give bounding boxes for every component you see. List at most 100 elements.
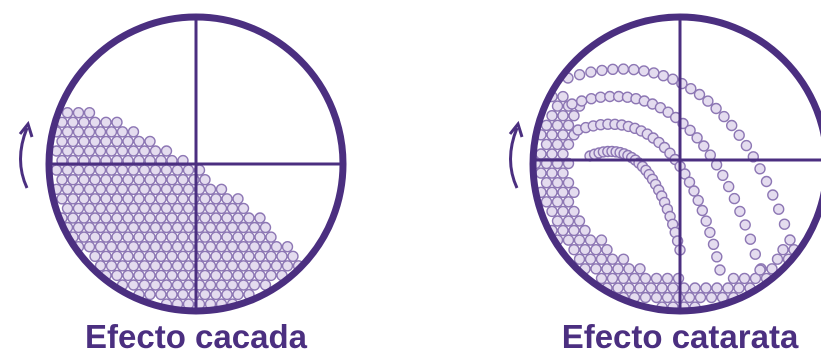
ball bbox=[200, 290, 210, 300]
ball bbox=[112, 251, 122, 261]
ball bbox=[222, 213, 232, 223]
ball bbox=[156, 213, 166, 223]
ball bbox=[558, 206, 568, 216]
ball bbox=[85, 184, 95, 194]
ball bbox=[96, 146, 106, 156]
ball bbox=[575, 235, 585, 245]
ball bbox=[123, 251, 133, 261]
ball bbox=[140, 280, 150, 290]
ball bbox=[145, 290, 155, 300]
ball bbox=[101, 232, 111, 242]
ball bbox=[90, 136, 100, 146]
ball bbox=[206, 261, 216, 271]
ball bbox=[740, 220, 750, 230]
ball bbox=[564, 235, 574, 245]
ball bbox=[724, 182, 734, 192]
ball bbox=[156, 175, 166, 185]
ball bbox=[85, 223, 95, 233]
ball bbox=[211, 213, 221, 223]
ball bbox=[630, 273, 640, 283]
ball bbox=[558, 168, 568, 178]
ball bbox=[658, 71, 668, 81]
ball bbox=[272, 242, 282, 252]
ball bbox=[151, 223, 161, 233]
ball bbox=[558, 187, 568, 197]
ball bbox=[635, 264, 645, 274]
ball bbox=[151, 280, 161, 290]
ball bbox=[712, 252, 722, 262]
ball bbox=[729, 194, 739, 204]
ball bbox=[145, 251, 155, 261]
ball bbox=[140, 146, 150, 156]
ball bbox=[547, 111, 557, 121]
ball bbox=[668, 283, 678, 293]
ball bbox=[90, 194, 100, 204]
ball bbox=[112, 117, 122, 127]
ball bbox=[266, 232, 276, 242]
ball bbox=[250, 280, 260, 290]
ball bbox=[85, 127, 95, 137]
ball bbox=[57, 136, 67, 146]
ball bbox=[178, 175, 188, 185]
ball bbox=[619, 254, 629, 264]
ball bbox=[233, 270, 243, 280]
ball bbox=[255, 270, 265, 280]
ball bbox=[101, 251, 111, 261]
ball bbox=[79, 232, 89, 242]
ball bbox=[569, 245, 579, 255]
ball bbox=[283, 242, 293, 252]
ball bbox=[211, 194, 221, 204]
ball bbox=[547, 187, 557, 197]
ball bbox=[167, 270, 177, 280]
ball bbox=[547, 206, 557, 216]
ball bbox=[107, 223, 117, 233]
ball bbox=[277, 251, 287, 261]
ball bbox=[211, 290, 221, 300]
ball bbox=[145, 232, 155, 242]
ball bbox=[564, 197, 574, 207]
ball bbox=[63, 165, 73, 175]
ball bbox=[162, 223, 172, 233]
ball bbox=[79, 175, 89, 185]
ball bbox=[63, 184, 73, 194]
ball bbox=[129, 280, 139, 290]
ball bbox=[222, 232, 232, 242]
ball bbox=[652, 293, 662, 303]
ball bbox=[129, 165, 139, 175]
ball bbox=[68, 117, 78, 127]
ball bbox=[564, 178, 574, 188]
ball bbox=[250, 223, 260, 233]
ball bbox=[542, 120, 552, 130]
ball bbox=[173, 184, 183, 194]
ball bbox=[689, 186, 699, 196]
ball bbox=[778, 245, 788, 255]
ball bbox=[553, 216, 563, 226]
ball bbox=[90, 117, 100, 127]
ball bbox=[101, 136, 111, 146]
ball bbox=[145, 270, 155, 280]
ball bbox=[233, 251, 243, 261]
curved-arrow-up-icon bbox=[20, 124, 32, 188]
ball bbox=[558, 111, 568, 121]
ball bbox=[255, 213, 265, 223]
ball bbox=[233, 290, 243, 300]
ball bbox=[107, 184, 117, 194]
ball bbox=[151, 242, 161, 252]
ball bbox=[619, 273, 629, 283]
ball bbox=[558, 149, 568, 159]
ball bbox=[575, 70, 585, 80]
ball bbox=[701, 216, 711, 226]
ball bbox=[711, 104, 721, 114]
ball bbox=[184, 261, 194, 271]
ball bbox=[134, 213, 144, 223]
ball bbox=[774, 204, 784, 214]
ball bbox=[79, 136, 89, 146]
ball bbox=[167, 290, 177, 300]
ball bbox=[255, 232, 265, 242]
ball bbox=[107, 165, 117, 175]
cataract-ball-charge bbox=[531, 64, 800, 312]
ball bbox=[167, 251, 177, 261]
ball bbox=[140, 242, 150, 252]
ball bbox=[750, 249, 760, 259]
ball bbox=[74, 184, 84, 194]
